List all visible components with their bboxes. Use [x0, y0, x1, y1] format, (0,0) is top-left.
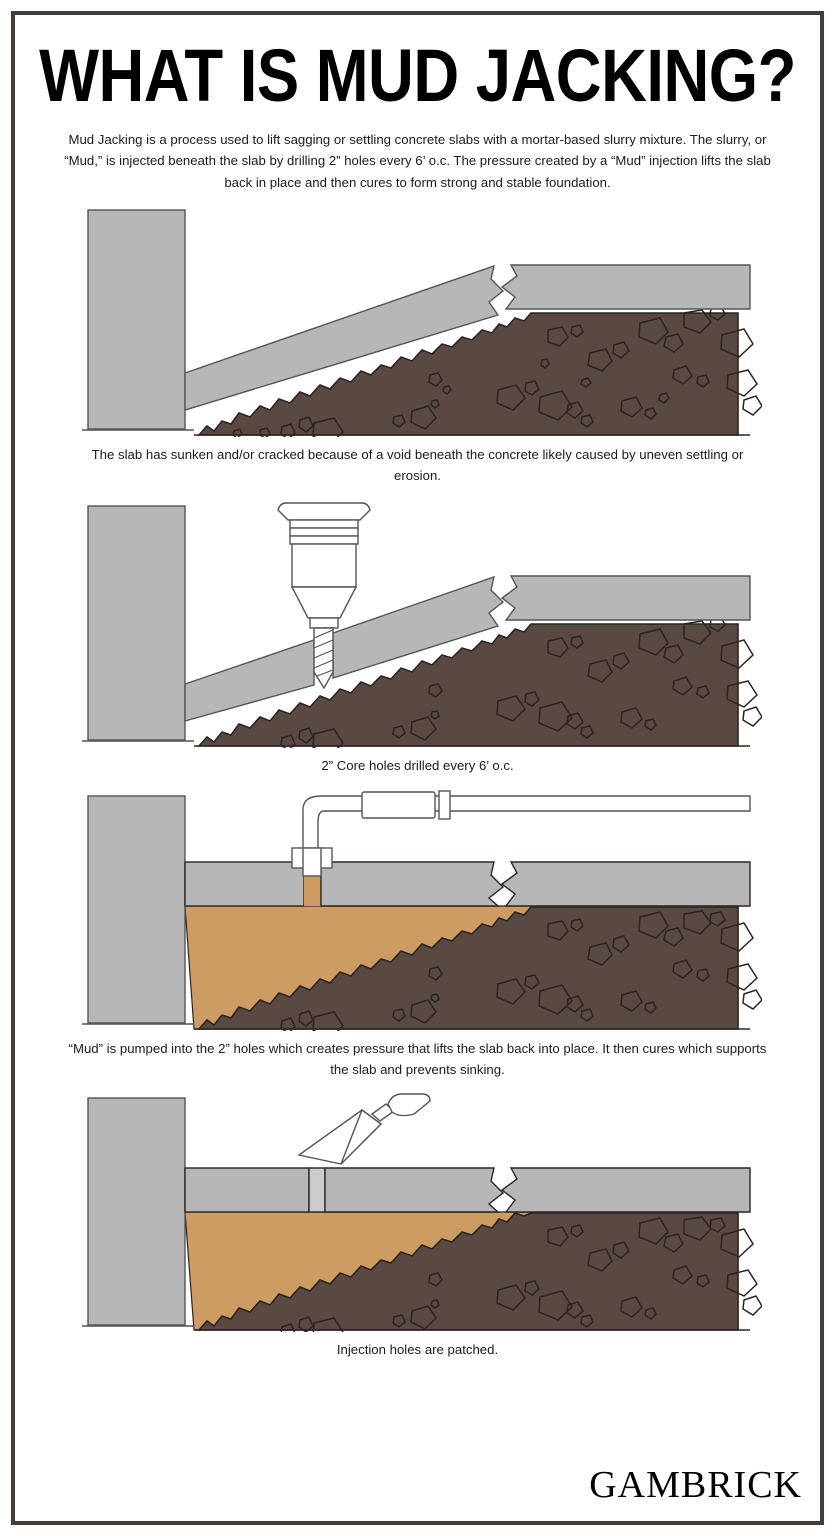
trowel-icon	[296, 1093, 431, 1166]
page-title: WHAT IS MUD JACKING?	[39, 33, 796, 117]
step-4-caption: Injection holes are patched.	[336, 1342, 499, 1358]
foundation-wall	[86, 1097, 186, 1327]
patched-hole	[307, 1167, 326, 1214]
soil-rocks	[279, 910, 762, 1032]
foundation-wall	[86, 505, 186, 741]
diagram-patched-holes	[81, 1093, 762, 1333]
soil-rocks	[231, 305, 762, 438]
soil-rocks	[280, 1216, 762, 1333]
drill-bit-flutes	[313, 629, 333, 677]
step-1-figure: The slab has sunken and/or cracked becau…	[39, 205, 796, 486]
foundation-wall	[86, 209, 186, 430]
hose-nozzle	[301, 847, 322, 878]
diagram-core-drilling	[81, 502, 762, 748]
lifted-slab-right	[319, 861, 504, 908]
drill-chuck-nose	[308, 617, 339, 629]
drill-chuck-taper	[290, 586, 357, 619]
page-frame: WHAT IS MUD JACKING? Mud Jacking is a pr…	[11, 11, 824, 1525]
drill-collar-1	[288, 519, 359, 529]
hose-elbow	[301, 795, 751, 864]
finished-slab-far	[500, 1167, 751, 1214]
step-1-caption: The slab has sunken and/or cracked becau…	[91, 447, 744, 483]
soil-mass	[196, 906, 739, 1031]
finished-slab-left	[183, 1167, 310, 1214]
drill-flange-icon	[276, 502, 371, 521]
trowel-blade-fold	[339, 1109, 382, 1165]
core-drill-tool	[276, 502, 371, 629]
intro-paragraph: Mud Jacking is a process used to lift sa…	[64, 131, 771, 190]
sunken-slab	[183, 264, 504, 412]
injection-hose	[290, 790, 751, 878]
soil-mass	[196, 623, 739, 747]
level-slab-far	[500, 861, 751, 908]
hose-fitting-body	[360, 791, 436, 820]
step-3-figure: “Mud” is pumped into the 2” holes which …	[39, 788, 796, 1080]
drill-bit	[312, 627, 334, 690]
brand-logo: GAMBRICK	[589, 1464, 802, 1506]
step-2-caption: 2” Core holes drilled every 6’ o.c.	[321, 757, 514, 773]
soil-rocks	[279, 616, 762, 748]
foundation-wall	[86, 795, 186, 1025]
level-slab	[500, 575, 751, 621]
drill-collar-2	[288, 527, 359, 537]
level-slab	[500, 264, 751, 310]
sunken-slab-right	[331, 575, 504, 679]
hose-fitting-ring	[437, 790, 451, 821]
diagram-sunken-slab	[81, 209, 762, 438]
diagram-mud-injection	[81, 790, 762, 1032]
sunken-slab-left	[183, 638, 315, 722]
finished-slab-right	[323, 1167, 504, 1214]
soil-mass	[196, 1212, 739, 1332]
drill-body	[290, 543, 357, 588]
trowel-handle	[386, 1093, 431, 1117]
soil-mass	[196, 312, 739, 436]
step-2-figure: 2” Core holes drilled every 6’ o.c.	[39, 498, 796, 776]
lifted-slab-left	[183, 861, 305, 908]
drill-collar-3	[288, 535, 359, 545]
step-3-caption: “Mud” is pumped into the 2” holes which …	[68, 1041, 767, 1077]
step-4-figure: Injection holes are patched.	[39, 1092, 796, 1360]
